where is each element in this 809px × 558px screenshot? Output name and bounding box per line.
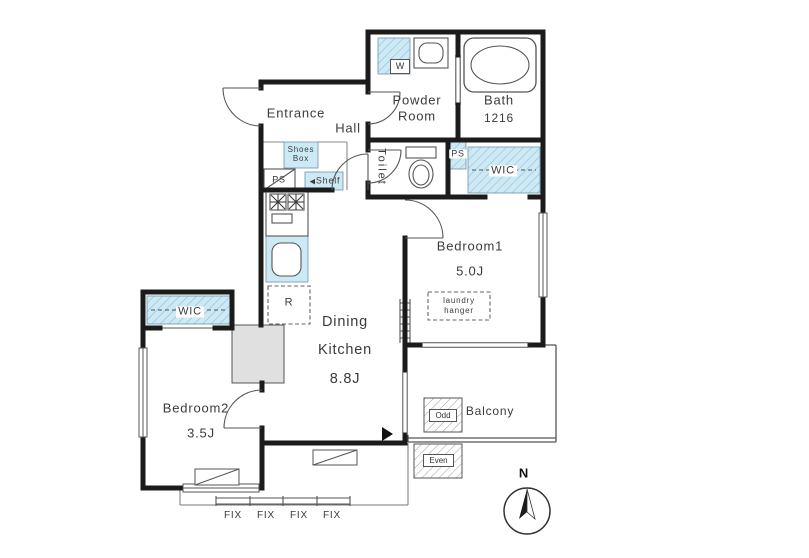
floor-hatch-dk <box>312 449 358 466</box>
shoes-box-label-line2: Box <box>292 154 310 163</box>
room-label-wic-right: WIC <box>489 164 517 177</box>
washer-label: W <box>390 59 410 74</box>
laundry-hanger-outline <box>427 291 491 321</box>
fix-window-label-1: FIX <box>224 510 242 521</box>
floor-hatch-bedroom2 <box>194 468 240 486</box>
bath-door-line <box>455 55 461 105</box>
even-box <box>413 443 463 479</box>
odd-label: Odd <box>429 409 457 422</box>
bedroom2-size-label: 3.5J <box>187 425 215 441</box>
ps-left-label: PS <box>272 174 286 185</box>
floor-hatches <box>194 449 358 486</box>
fix-window-band <box>215 496 351 506</box>
room-label-bedroom1: Bedroom1 <box>436 238 504 254</box>
shaft-block <box>231 324 285 384</box>
room-label-wic-left: WIC <box>176 305 204 318</box>
shelf-label-group: ◀Shelf <box>309 175 341 186</box>
shoes-box <box>283 141 319 169</box>
shoes-box-label-line1: Shoes <box>287 145 315 154</box>
room-label-dining: Dining <box>322 313 368 330</box>
bath-size-label: 1216 <box>484 111 514 125</box>
walls <box>140 29 546 491</box>
entrance-step-line <box>261 141 348 190</box>
compass-icon <box>503 487 551 535</box>
fixtures <box>263 37 537 325</box>
balcony-outline <box>407 344 557 443</box>
fridge-outline <box>267 285 311 325</box>
toilet-icon <box>405 146 437 189</box>
room-label-powder-room-line2: Room <box>398 108 436 124</box>
bedroom1-size-label: 5.0J <box>456 263 484 279</box>
even-label: Even <box>423 454 454 467</box>
room-label-bedroom2: Bedroom2 <box>162 400 230 416</box>
compass-north-label: N <box>518 465 530 481</box>
room-label-entrance: Entrance <box>266 105 326 121</box>
stove-icon <box>265 189 309 237</box>
fix-window-label-2: FIX <box>257 510 275 521</box>
lower-service-lines <box>179 443 409 506</box>
laundry-hanger-label-line2: hanger <box>444 306 474 315</box>
dining-kitchen-size-label: 8.8J <box>329 370 361 387</box>
room-label-powder-room-line1: Powder <box>392 92 442 108</box>
bedroom1-balcony-window <box>420 342 530 348</box>
refrigerator-label: R <box>284 296 294 309</box>
vanity-sink-icon <box>413 37 449 69</box>
room-label-bath: Bath <box>484 92 514 108</box>
bathtub-icon <box>463 37 537 93</box>
dk-balcony-door <box>402 370 408 435</box>
bedroom1-right-window <box>538 212 548 298</box>
shelf-label: Shelf <box>315 175 341 186</box>
room-label-balcony: Balcony <box>465 404 515 418</box>
ps-right-label: PS <box>449 148 467 159</box>
shelf-arrow-icon: ◀ <box>309 178 316 186</box>
room-label-kitchen: Kitchen <box>318 341 372 358</box>
fix-window-label-4: FIX <box>323 510 341 521</box>
ps-left-box <box>263 168 296 191</box>
room-label-toilet: Toilet <box>375 148 388 186</box>
door-arcs <box>222 87 444 429</box>
bedroom2-left-window <box>138 347 148 438</box>
windows <box>138 212 548 493</box>
fix-window-label-3: FIX <box>290 510 308 521</box>
door-marker-icon <box>382 427 393 441</box>
room-label-hall: Hall <box>335 120 361 136</box>
laundry-hanger-label-line1: laundry <box>443 296 475 305</box>
kitchen-sink-icon <box>271 242 302 277</box>
